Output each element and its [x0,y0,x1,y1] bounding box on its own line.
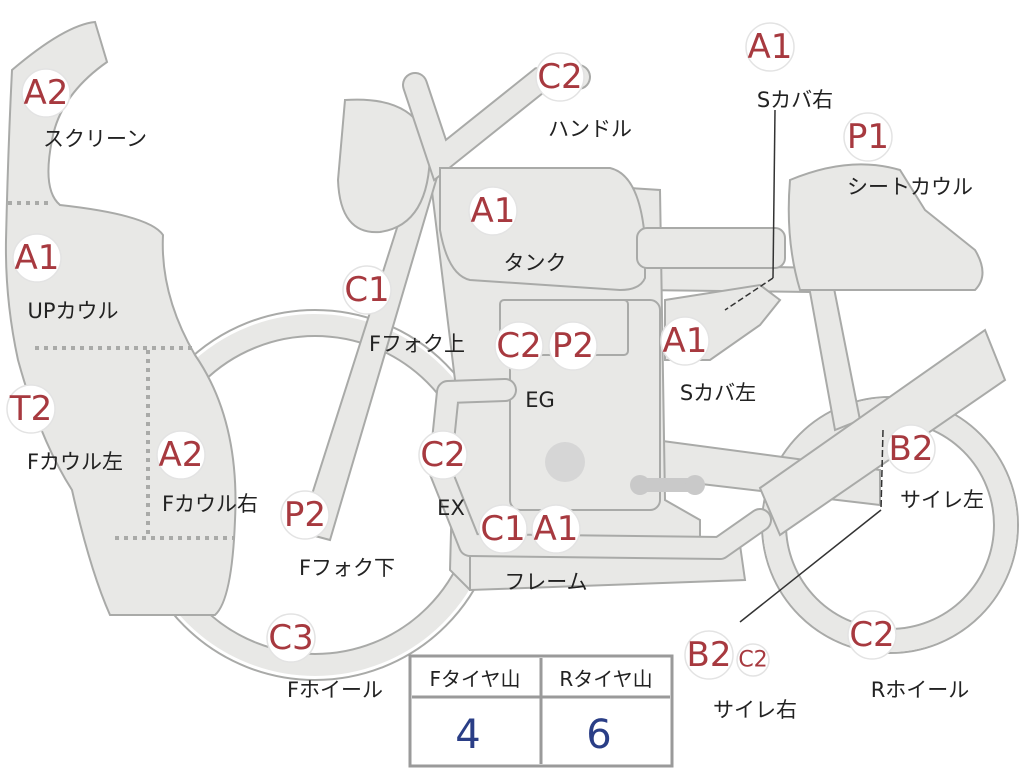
label-handle: ハンドル [548,117,632,141]
label-s-cover-right: Sカバ右 [757,88,833,112]
label-eg: EG [525,388,555,412]
marker-f-fork-upper: C1 Fフォク上 [342,265,465,356]
label-f-wheel: Fホイール [287,678,383,702]
label-screen: スクリーン [43,127,147,151]
label-f-cowl-right: Fカウル右 [162,492,258,516]
marker-muffler-left: B2 サイレ左 [886,424,984,512]
marker-ex: C2 EX [418,430,468,520]
label-f-fork-lower: Fフォク下 [299,556,395,580]
grade-eg-2: P2 [552,326,594,366]
cowl-seams [8,201,235,540]
grade-eg-1: C2 [496,326,541,366]
marker-s-cover-left: A1 Sカバ左 [660,316,756,405]
headlight-shape [336,98,432,234]
part-markers: A2 スクリーン A1 UPカウル T2 Fカウル左 A2 Fカウル右 C1 F… [6,22,984,722]
label-muffler-right: サイレ右 [713,698,797,722]
grade-muffler-left: B2 [889,429,934,469]
grade-f-wheel: C3 [268,618,313,658]
marker-screen: A2 スクリーン [21,68,147,151]
label-r-wheel: Rホイール [871,678,970,702]
label-ex: EX [437,496,465,520]
tire-tread-table: Fタイヤ山 Rタイヤ山 4 6 [408,654,674,768]
grade-up-cowl: A1 [15,238,60,278]
marker-eg: C2 P2 EG [494,321,598,412]
marker-f-cowl-right: A2 Fカウル右 [156,430,258,516]
grade-frame-1: C1 [480,509,525,549]
table-header-rear: Rタイヤ山 [559,667,652,691]
grade-f-fork-upper: C1 [344,270,389,310]
grade-handle: C2 [537,57,582,97]
grade-r-wheel: C2 [849,615,894,655]
grade-frame-2: A1 [534,509,579,549]
grade-ex: C2 [420,435,465,475]
grade-screen: A2 [24,73,69,113]
marker-f-fork-lower: P2 Fフォク下 [280,490,395,580]
label-s-cover-left: Sカバ左 [680,381,756,405]
leader-lines [724,109,884,623]
grade-muffler-right-2: C2 [738,648,767,673]
engine-cover-shape [545,442,585,482]
grade-f-cowl-right: A2 [159,435,204,475]
label-f-fork-upper: Fフォク上 [369,332,465,356]
marker-f-cowl-left: T2 Fカウル左 [6,384,123,474]
label-seat-cowl: シートカウル [847,175,973,199]
grade-tank: A1 [471,191,516,231]
grade-f-cowl-left: T2 [9,389,52,429]
label-up-cowl: UPカウル [27,299,118,323]
grade-f-fork-lower: P2 [284,495,326,535]
label-f-cowl-left: Fカウル左 [27,450,123,474]
label-muffler-left: サイレ左 [900,488,984,512]
marker-r-wheel: C2 Rホイール [847,610,970,702]
marker-seat-cowl: P1 シートカウル [843,112,973,199]
marker-s-cover-right: A1 Sカバ右 [745,22,833,112]
seat-shape [636,227,786,269]
grade-s-cover-left: A1 [663,321,708,361]
label-frame: フレーム [504,570,587,594]
marker-tank: A1 タンク [468,186,567,275]
marker-frame: C1 A1 フレーム [478,504,588,594]
table-value-front: 4 [455,712,480,758]
label-tank: タンク [504,251,567,275]
grade-muffler-right-1: B2 [687,635,732,675]
grade-seat-cowl: P1 [847,117,889,157]
marker-f-wheel: C3 Fホイール [266,613,383,702]
footpeg-shape [630,475,705,495]
table-header-front: Fタイヤ山 [430,667,521,691]
marker-up-cowl: A1 UPカウル [12,233,119,323]
seat-cowl-shape [787,163,984,291]
table-value-rear: 6 [586,712,611,758]
grade-s-cover-right: A1 [748,27,793,67]
marker-muffler-right: B2 C2 サイレ右 [684,630,797,722]
marker-handle: C2 ハンドル [535,52,632,141]
